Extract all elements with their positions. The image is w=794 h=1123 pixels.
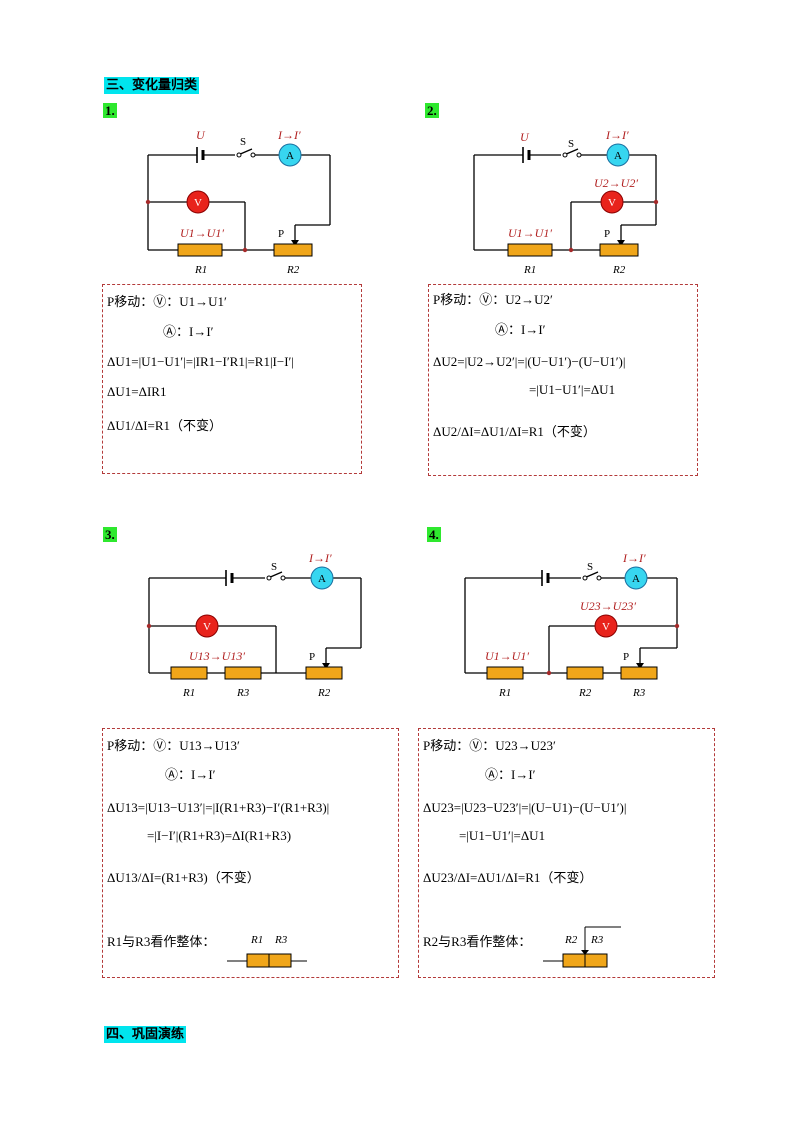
svg-text:V: V: [194, 197, 202, 209]
box4-line-5: ΔU23/ΔI=ΔU1/ΔI=R1（不变）: [423, 870, 593, 885]
svg-text:R1: R1: [498, 687, 511, 699]
svg-text:R3: R3: [632, 687, 646, 699]
svg-text:I→I′: I→I′: [277, 128, 301, 142]
svg-text:S: S: [587, 561, 593, 573]
svg-text:S: S: [568, 138, 574, 150]
problem-number-2: 2.: [425, 103, 439, 118]
svg-text:P: P: [278, 228, 284, 240]
box3-line-4: =|I−I′|(R1+R3)=ΔI(R1+R3): [147, 828, 292, 843]
circuit-diagram-1: A V U S I→I′ U1→U1′ P R1 R2: [145, 128, 331, 276]
svg-text:S: S: [271, 561, 277, 573]
merged-resistor-r2-r3: R2 R3: [543, 926, 621, 968]
problem-number-3: 3.: [103, 527, 117, 542]
box2-line-1: P移动：Ⓥ：U2→U2′: [433, 292, 553, 307]
box4-line-4: =|U1−U1′|=ΔU1: [459, 828, 546, 843]
svg-text:R3: R3: [590, 934, 604, 946]
svg-text:R2: R2: [578, 687, 592, 699]
svg-text:U: U: [196, 128, 206, 142]
svg-text:P: P: [309, 651, 315, 663]
ammeter-icon: [606, 143, 630, 167]
box4-line-1: P移动：Ⓥ：U23→U23′: [423, 738, 556, 753]
svg-text:U1→U1′: U1→U1′: [180, 226, 224, 240]
circuit-diagram-3: A V S I→I′ U13→U13′ P R1 R3 R2: [146, 551, 362, 699]
svg-text:A: A: [286, 150, 294, 162]
box2-line-4: =|U1−U1′|=ΔU1: [529, 382, 616, 397]
svg-text:R2: R2: [286, 264, 300, 276]
resistor-r2: [566, 666, 604, 680]
svg-text:U13→U13′: U13→U13′: [189, 649, 245, 663]
box2-line-5: ΔU2/ΔI=ΔU1/ΔI=R1（不变）: [433, 424, 596, 439]
svg-text:I→I′: I→I′: [308, 551, 332, 565]
svg-text:R3: R3: [274, 934, 288, 946]
circuit-diagram-2: A V U S I→I′ U2→U2′ U1→U1′ P R1 R2: [473, 128, 659, 276]
solution-box-4: P移动：Ⓥ：U23→U23′ Ⓐ：I→I′ ΔU23=|U23−U23′|=|(…: [418, 728, 715, 978]
box3-line-5: ΔU13/ΔI=(R1+R3)（不变）: [107, 870, 260, 885]
svg-text:V: V: [602, 621, 610, 633]
ammeter-icon: [310, 566, 334, 590]
solution-box-3: P移动：Ⓥ：U13→U13′ Ⓐ：I→I′ ΔU13=|U13−U13′|=|I…: [102, 728, 399, 978]
problem-number-4: 4.: [427, 527, 441, 542]
voltmeter-icon: [594, 614, 618, 638]
voltmeter-icon: [600, 190, 624, 214]
svg-text:U1→U1′: U1→U1′: [508, 226, 552, 240]
svg-text:R1: R1: [194, 264, 207, 276]
svg-text:R2: R2: [317, 687, 331, 699]
solution-box-1: P移动：Ⓥ：U1→U1′ Ⓐ：I→I′ ΔU1=|U1−U1′|=|IR1−I′…: [102, 284, 362, 474]
svg-text:P: P: [623, 651, 629, 663]
svg-text:R1: R1: [523, 264, 536, 276]
svg-text:A: A: [632, 573, 640, 585]
resistor-r2: [273, 243, 313, 257]
box1-line-1: P移动：Ⓥ：U1→U1′: [107, 294, 227, 309]
box1-line-2: Ⓐ：I→I′: [163, 324, 214, 339]
resistor-r1: [507, 243, 553, 257]
svg-text:I→I′: I→I′: [622, 551, 646, 565]
svg-text:V: V: [203, 621, 211, 633]
box3-line-2: Ⓐ：I→I′: [165, 767, 216, 782]
section-heading-3: 三、变化量归类: [104, 77, 200, 94]
svg-text:R3: R3: [236, 687, 250, 699]
resistor-r2: [305, 666, 343, 680]
resistor-r1: [486, 666, 524, 680]
box4-line-3: ΔU23=|U23−U23′|=|(U−U1)−(U−U1′)|: [423, 800, 627, 815]
ammeter-icon: [624, 566, 648, 590]
svg-text:P: P: [604, 228, 610, 240]
svg-text:S: S: [240, 136, 246, 148]
resistor-r1: [170, 666, 208, 680]
section-heading-4: 四、巩固演练: [104, 1026, 187, 1043]
box4-line-2: Ⓐ：I→I′: [485, 767, 536, 782]
svg-text:U: U: [520, 130, 530, 144]
resistor-r3: [620, 666, 658, 680]
box3-line-3: ΔU13=|U13−U13′|=|I(R1+R3)−I′(R1+R3)|: [107, 800, 330, 815]
svg-text:U2→U2′: U2→U2′: [594, 176, 638, 190]
voltmeter-icon: [195, 614, 219, 638]
svg-text:U1→U1′: U1→U1′: [485, 649, 529, 663]
svg-text:R1: R1: [182, 687, 195, 699]
svg-text:A: A: [318, 573, 326, 585]
svg-text:R2: R2: [564, 934, 578, 946]
solution-box-2: P移动：Ⓥ：U2→U2′ Ⓐ：I→I′ ΔU2=|U2→U2′|=|(U−U1′…: [428, 284, 698, 476]
box2-line-2: Ⓐ：I→I′: [495, 322, 546, 337]
svg-text:R1: R1: [250, 934, 263, 946]
svg-text:I→I′: I→I′: [605, 128, 629, 142]
box4-line-6: R2与R3看作整体：: [423, 934, 532, 949]
box1-line-5: ΔU1/ΔI=R1（不变）: [107, 418, 223, 433]
svg-text:A: A: [614, 150, 622, 162]
resistor-r3: [224, 666, 262, 680]
box1-line-3: ΔU1=|U1−U1′|=|IR1−I′R1|=R1|I−I′|: [107, 354, 294, 369]
svg-text:R2: R2: [612, 264, 626, 276]
resistor-r2: [599, 243, 639, 257]
box1-line-4: ΔU1=ΔIR1: [107, 384, 167, 399]
box2-line-3: ΔU2=|U2→U2′|=|(U−U1′)−(U−U1′)|: [433, 354, 626, 369]
voltmeter-icon: [186, 190, 210, 214]
circuit-diagram-4: A V S I→I′ U23→U23′ U1→U1′ P R1 R2 R3: [464, 551, 680, 699]
box3-line-1: P移动：Ⓥ：U13→U13′: [107, 738, 240, 753]
ammeter-icon: [278, 143, 302, 167]
box3-line-6: R1与R3看作整体：: [107, 934, 216, 949]
svg-text:V: V: [608, 197, 616, 209]
merged-resistor-r1-r3: R1 R3: [227, 934, 307, 968]
svg-text:U23→U23′: U23→U23′: [580, 599, 636, 613]
resistor-r1: [177, 243, 223, 257]
problem-number-1: 1.: [103, 103, 117, 118]
